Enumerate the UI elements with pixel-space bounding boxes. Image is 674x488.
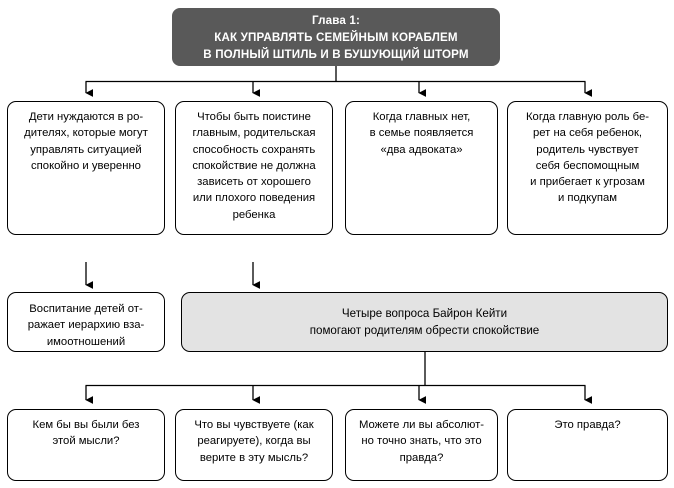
connector-four-questions-to-bus xyxy=(85,352,586,387)
question-box-2: Что вы чувствуете (как реагируете), когд… xyxy=(175,409,333,481)
connector-header-to-bus xyxy=(85,65,586,83)
question-box-1: Кем бы вы были без этой мысли? xyxy=(7,409,165,481)
four-questions-box: Четыре вопроса Байрон Кейти помогают род… xyxy=(181,292,668,352)
question-box-3: Можете ли вы абсолют- но точно знать, чт… xyxy=(345,409,498,481)
principle-box-1: Дети нуждаются в ро- дителях, которые мо… xyxy=(7,101,165,235)
question-box-4: Это правда? xyxy=(507,409,668,481)
principle-box-2: Чтобы быть поистине главным, родительска… xyxy=(175,101,333,235)
principle-box-4: Когда главную роль бе- рет на себя ребен… xyxy=(507,101,668,235)
principle-box-3: Когда главных нет, в семье появляется «д… xyxy=(345,101,498,235)
hierarchy-box: Воспитание детей от- ражает иерархию вза… xyxy=(7,292,165,352)
chapter-title-box: Глава 1: КАК УПРАВЛЯТЬ СЕМЕЙНЫМ КОРАБЛЕМ… xyxy=(172,8,500,66)
